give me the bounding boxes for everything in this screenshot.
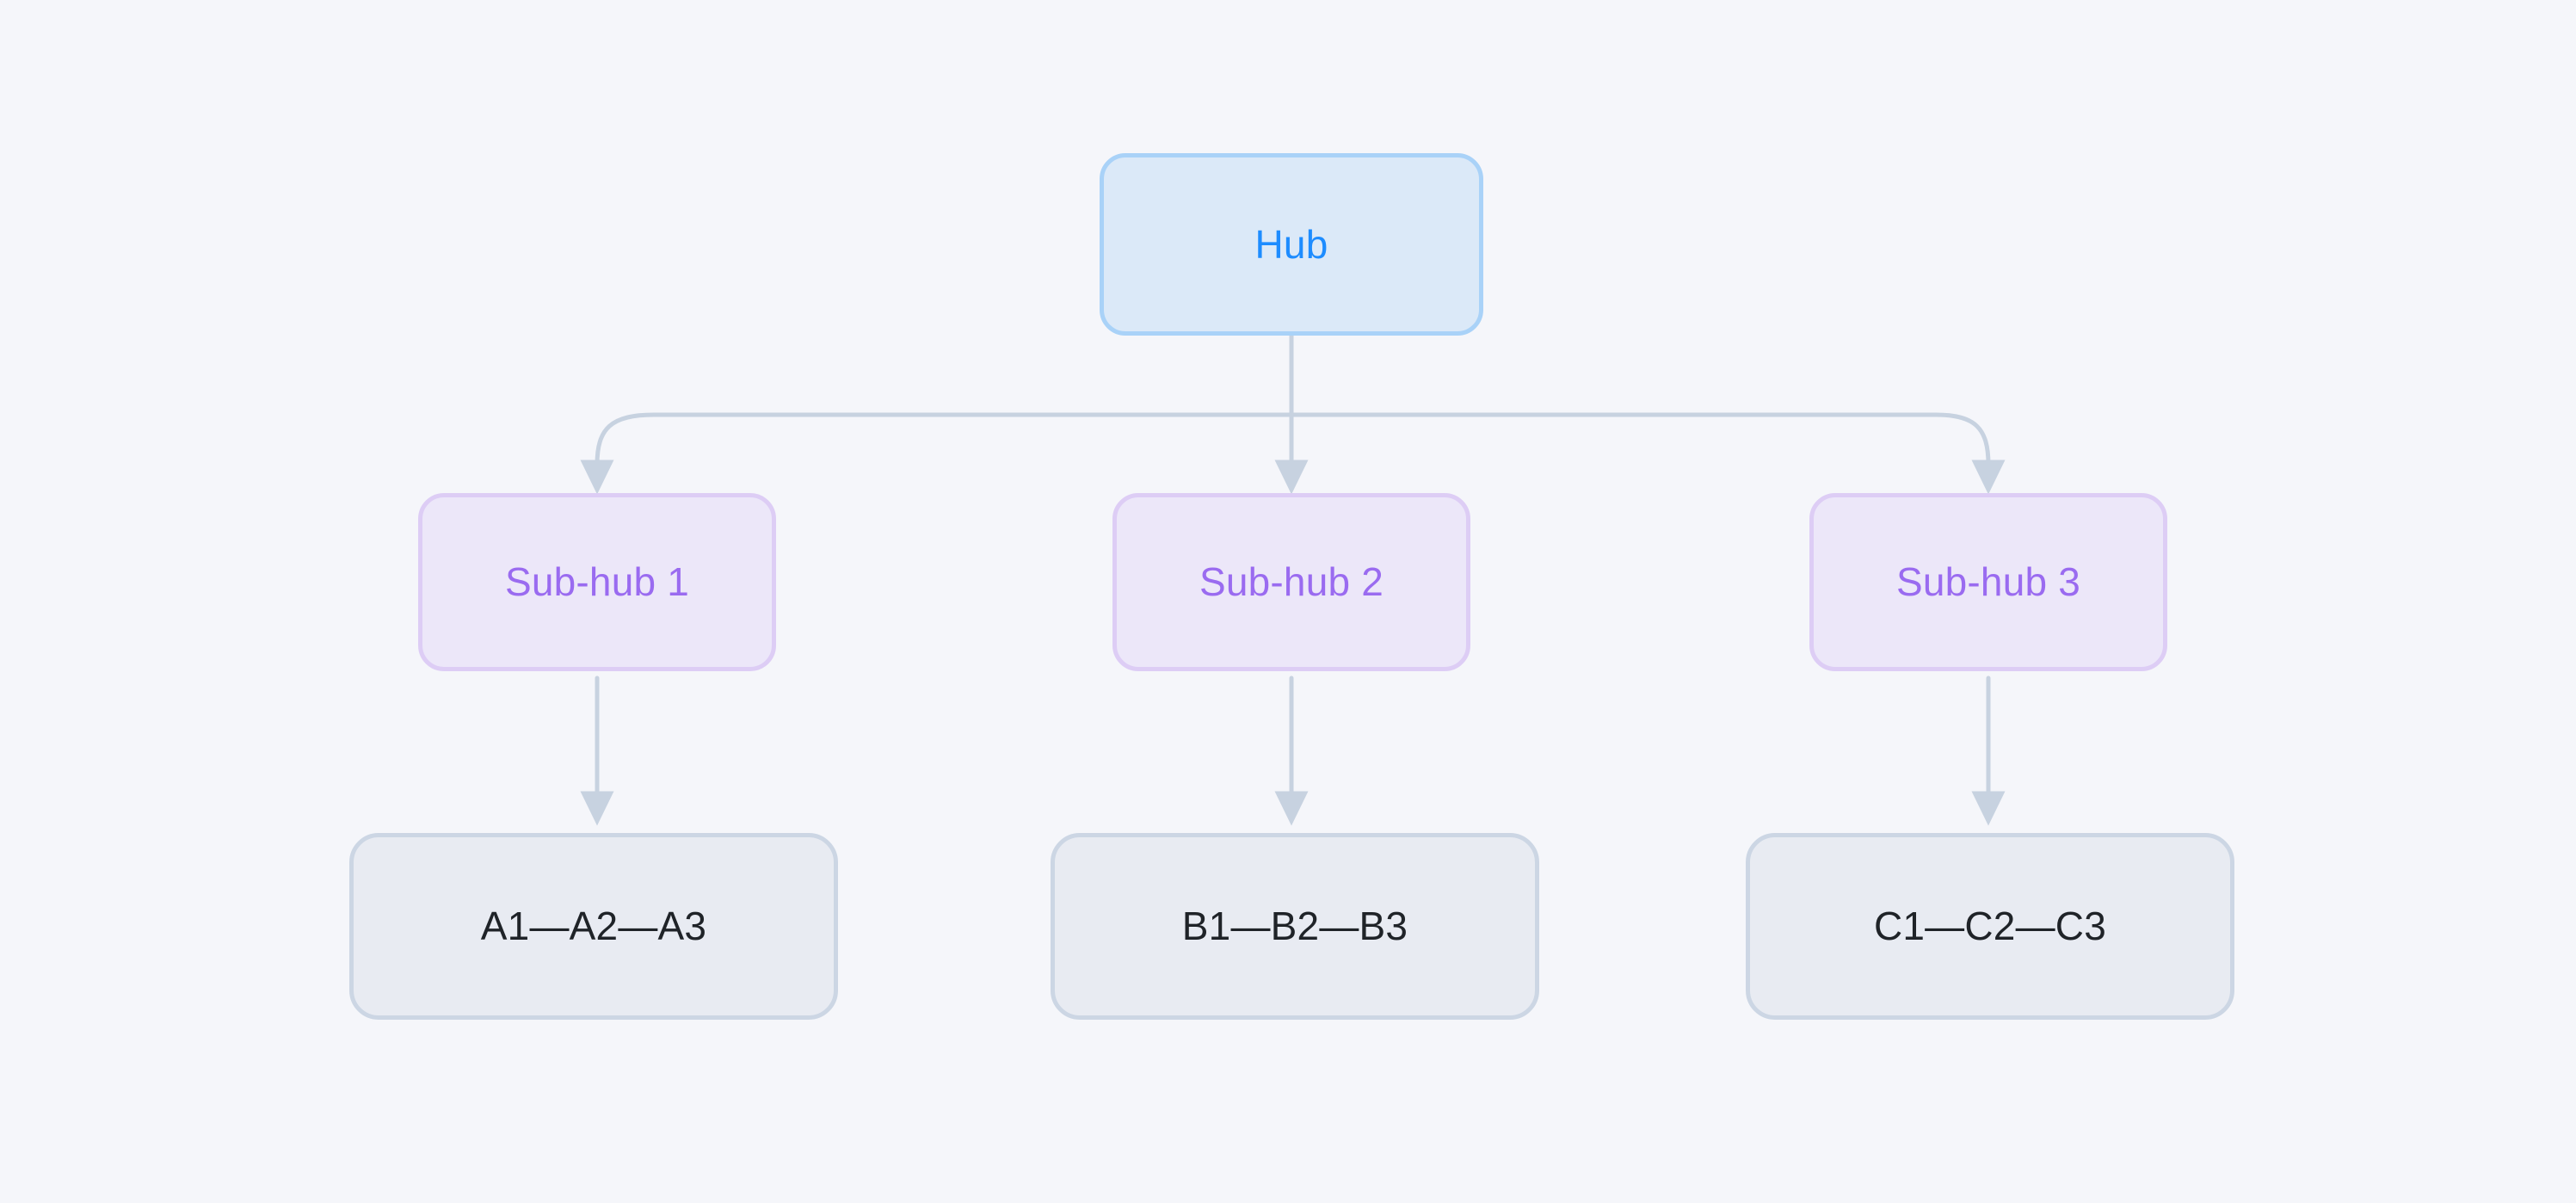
node-leaf-c-label: C1—C2—C3: [1873, 904, 2106, 949]
node-leaf-a[interactable]: A1—A2—A3: [349, 833, 838, 1020]
node-sub-hub-3-label: Sub-hub 3: [1895, 559, 2081, 605]
edge-hub-to-sub-hub-1: [580, 412, 1294, 495]
node-sub-hub-1-label: Sub-hub 1: [504, 559, 690, 605]
node-sub-hub-2[interactable]: Sub-hub 2: [1112, 493, 1470, 671]
node-leaf-a-label: A1—A2—A3: [480, 904, 707, 949]
edge-hub-to-sub-hub-3: [1289, 412, 2006, 495]
node-sub-hub-2-label: Sub-hub 2: [1199, 559, 1384, 605]
node-hub-label: Hub: [1254, 221, 1328, 267]
node-leaf-b-label: B1—B2—B3: [1181, 904, 1408, 949]
node-sub-hub-1[interactable]: Sub-hub 1: [418, 493, 776, 671]
node-leaf-b[interactable]: B1—B2—B3: [1051, 833, 1539, 1020]
node-hub[interactable]: Hub: [1100, 153, 1483, 336]
node-leaf-c[interactable]: C1—C2—C3: [1746, 833, 2234, 1020]
node-sub-hub-3[interactable]: Sub-hub 3: [1809, 493, 2167, 671]
